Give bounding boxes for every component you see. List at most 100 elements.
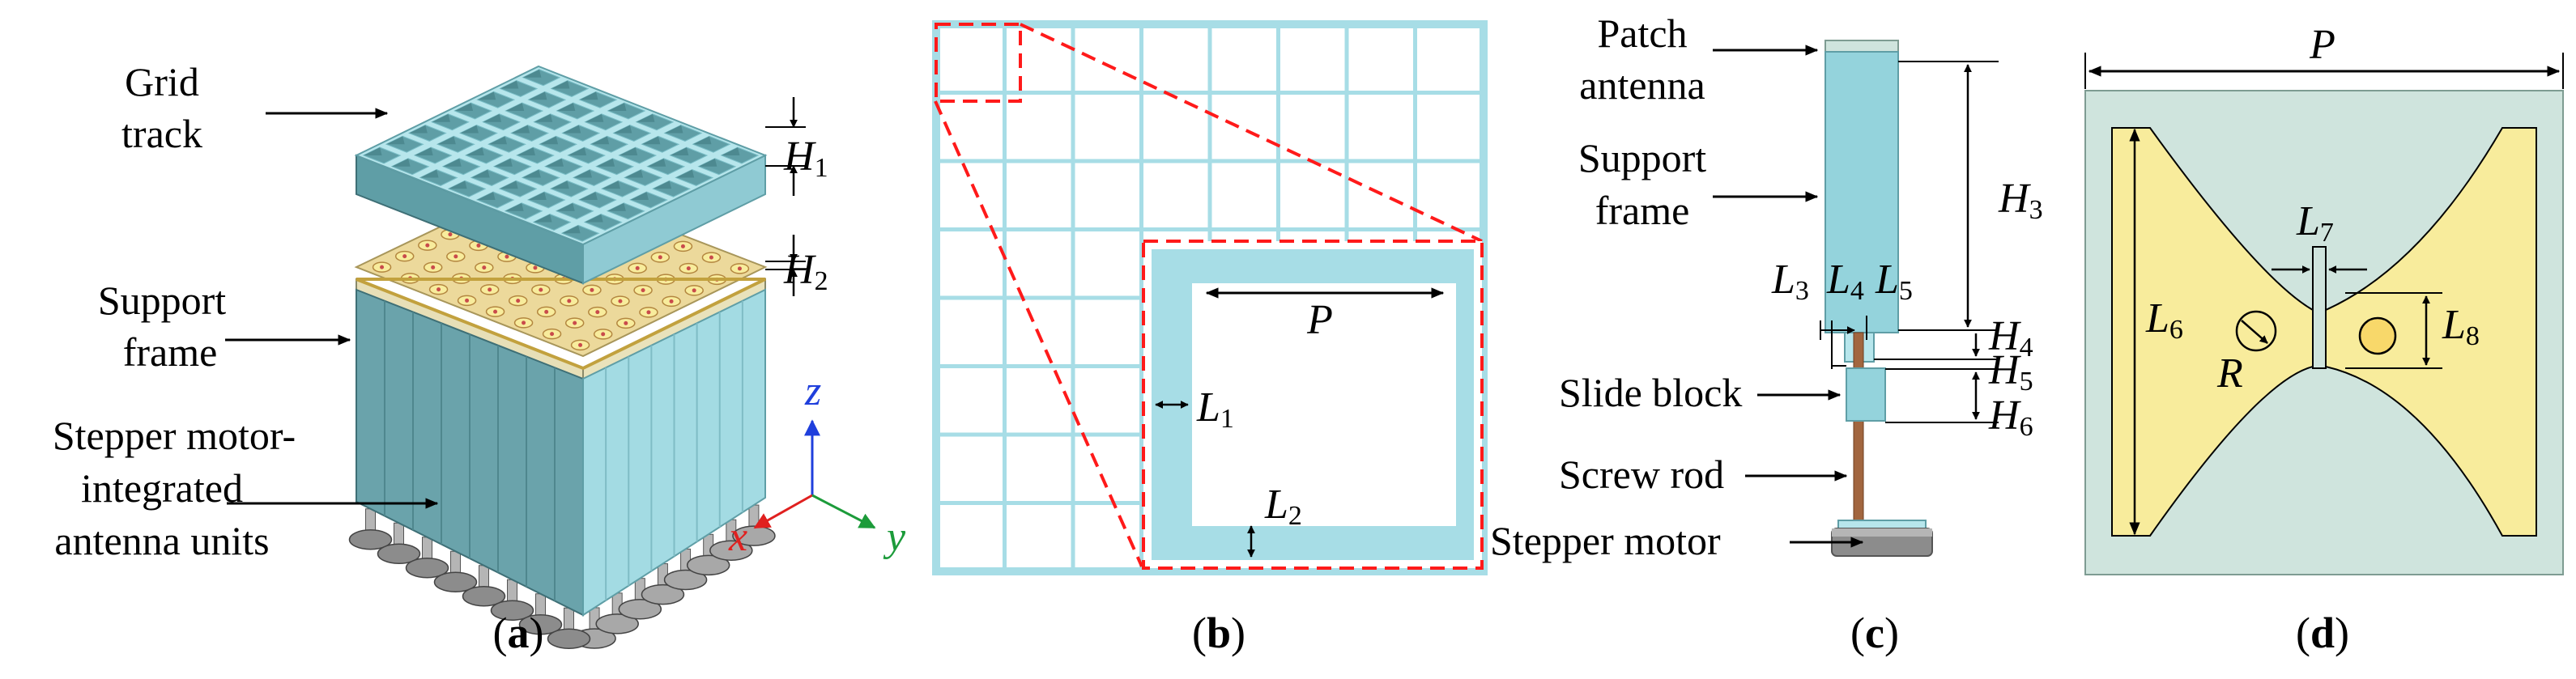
grid-cell-shadow: [613, 125, 632, 134]
grid-cell-shadow: [505, 202, 524, 211]
label-motor-units-2: integrated: [81, 465, 243, 511]
motor-base: [433, 571, 478, 592]
label-support-c-2: frame: [1595, 188, 1690, 233]
patch-feed: [578, 342, 583, 347]
patch-feed: [590, 287, 594, 292]
grid-cell-shadow: [698, 158, 717, 167]
grid-cell-shadow: [647, 158, 666, 167]
dim-h4-label: H4: [1988, 313, 2033, 363]
grid-cell-shadow: [579, 192, 598, 200]
patch-feed: [641, 288, 645, 293]
grid-cell-shadow: [517, 147, 535, 155]
dimension-l1: L1: [1155, 384, 1234, 434]
grid-cell-shadow: [522, 69, 542, 78]
support-frame-slats: [384, 300, 743, 601]
grid-cell-shadow: [607, 202, 626, 211]
motor-base: [377, 543, 421, 564]
dim-l7-label: L7: [2296, 198, 2334, 248]
patch-feed: [550, 332, 555, 337]
grid-cell-shadow: [630, 192, 649, 200]
patch-feed: [448, 232, 453, 237]
zoom-line-right: [1020, 23, 1483, 243]
dim-l5-label: L5: [1875, 257, 1913, 306]
dim-h1-label: H1: [783, 134, 828, 183]
grid-cell-shadow: [432, 113, 450, 122]
grid-cell-shadow: [409, 125, 428, 134]
center-slot: [2312, 246, 2327, 369]
zoom-detail-box: [1142, 240, 1484, 570]
grid-cell-shadow: [584, 214, 603, 223]
dim-l1-label: L1: [1196, 384, 1234, 434]
panel-d: P L6 L7 L8 R (d): [2084, 22, 2564, 657]
grid-cell-shadow: [437, 136, 456, 145]
grid-cell-shadow: [602, 180, 620, 189]
dim-l8-label: L8: [2442, 302, 2480, 351]
grid-cell-shadow: [619, 147, 638, 155]
patch-feed: [505, 254, 509, 259]
dim-l3-label: L3: [1771, 257, 1809, 306]
patch-feed: [646, 310, 651, 315]
grid-cell-shadow: [556, 202, 575, 211]
motor-base: [462, 586, 506, 607]
caption-b: (b): [1192, 609, 1245, 657]
patch-feed: [425, 243, 430, 248]
grid-cell-shadow: [494, 158, 513, 167]
grid-cell-shadow: [545, 158, 564, 167]
grid-cell-shadow: [675, 169, 695, 178]
zoomed-cell: [1152, 249, 1474, 560]
dimension-r: R: [2216, 320, 2268, 397]
panel-b: P L1 L2 (b): [932, 20, 1488, 657]
motor-base: [547, 628, 591, 649]
dim-h6-label: H6: [1988, 393, 2033, 442]
label-grid-track-2: track: [121, 111, 202, 156]
label-support-frame-2: frame: [123, 329, 218, 375]
grid-cell-shadow: [641, 136, 661, 145]
grid-cell-shadow: [511, 125, 530, 134]
grid-cell-shadow: [414, 147, 433, 155]
dim-p-d-label: P: [2309, 22, 2335, 68]
stepper-motor-top: [1832, 528, 1932, 537]
grid-cell-shadow: [483, 113, 502, 122]
grid-cell-shadow: [692, 136, 712, 145]
motor-base: [663, 569, 708, 591]
grid-cell-shadow: [528, 91, 547, 100]
grid-cell-shadow: [477, 91, 496, 100]
patch-feed: [544, 309, 549, 314]
grid-cell-shadow: [596, 158, 615, 167]
patch-feed: [680, 244, 685, 248]
stepper-motor-bases: [348, 504, 776, 649]
patch-feed: [516, 299, 521, 303]
patch-feed: [573, 320, 577, 325]
grid-cell-shadow: [664, 125, 683, 134]
label-stepper-motor: Stepper motor: [1490, 518, 1721, 563]
patch-feed: [488, 287, 492, 292]
dimension-l6: L6: [2129, 128, 2183, 536]
patch-feed: [465, 298, 470, 303]
motor-bracket: [1837, 520, 1927, 529]
caption-c: (c): [1850, 609, 1899, 657]
grid-cell-shadow: [561, 225, 581, 234]
patch-feed: [431, 265, 436, 269]
panel-c: Patch antenna Support frame Slide block …: [1490, 11, 2043, 657]
dim-r-label: R: [2216, 350, 2243, 397]
dimension-h3-h6: H3 H4 H5 H6: [1874, 61, 2043, 442]
dim-h3-label: H3: [1998, 176, 2043, 225]
dimension-h1: H1: [765, 97, 828, 196]
patch-feed: [635, 265, 640, 270]
patch-feed: [624, 320, 628, 325]
label-support-frame-1: Support: [98, 278, 226, 323]
dimension-l2: L2: [1247, 482, 1302, 558]
grid-cell-shadow: [590, 136, 610, 145]
grid-cell-shadow: [466, 147, 484, 155]
grid-cell-shadow: [539, 136, 559, 145]
grid-cell-shadow: [470, 169, 490, 178]
motor-base: [595, 613, 639, 634]
panel-a: Grid track Support frame Stepper motor- …: [53, 59, 906, 657]
dimension-l8: L8: [2345, 292, 2480, 369]
circle-hole-right: [2358, 316, 2397, 355]
motor-base: [348, 529, 393, 550]
grid-cell-shadow: [454, 103, 474, 111]
motor-base: [686, 554, 730, 576]
grid-cell-shadow: [505, 103, 525, 111]
